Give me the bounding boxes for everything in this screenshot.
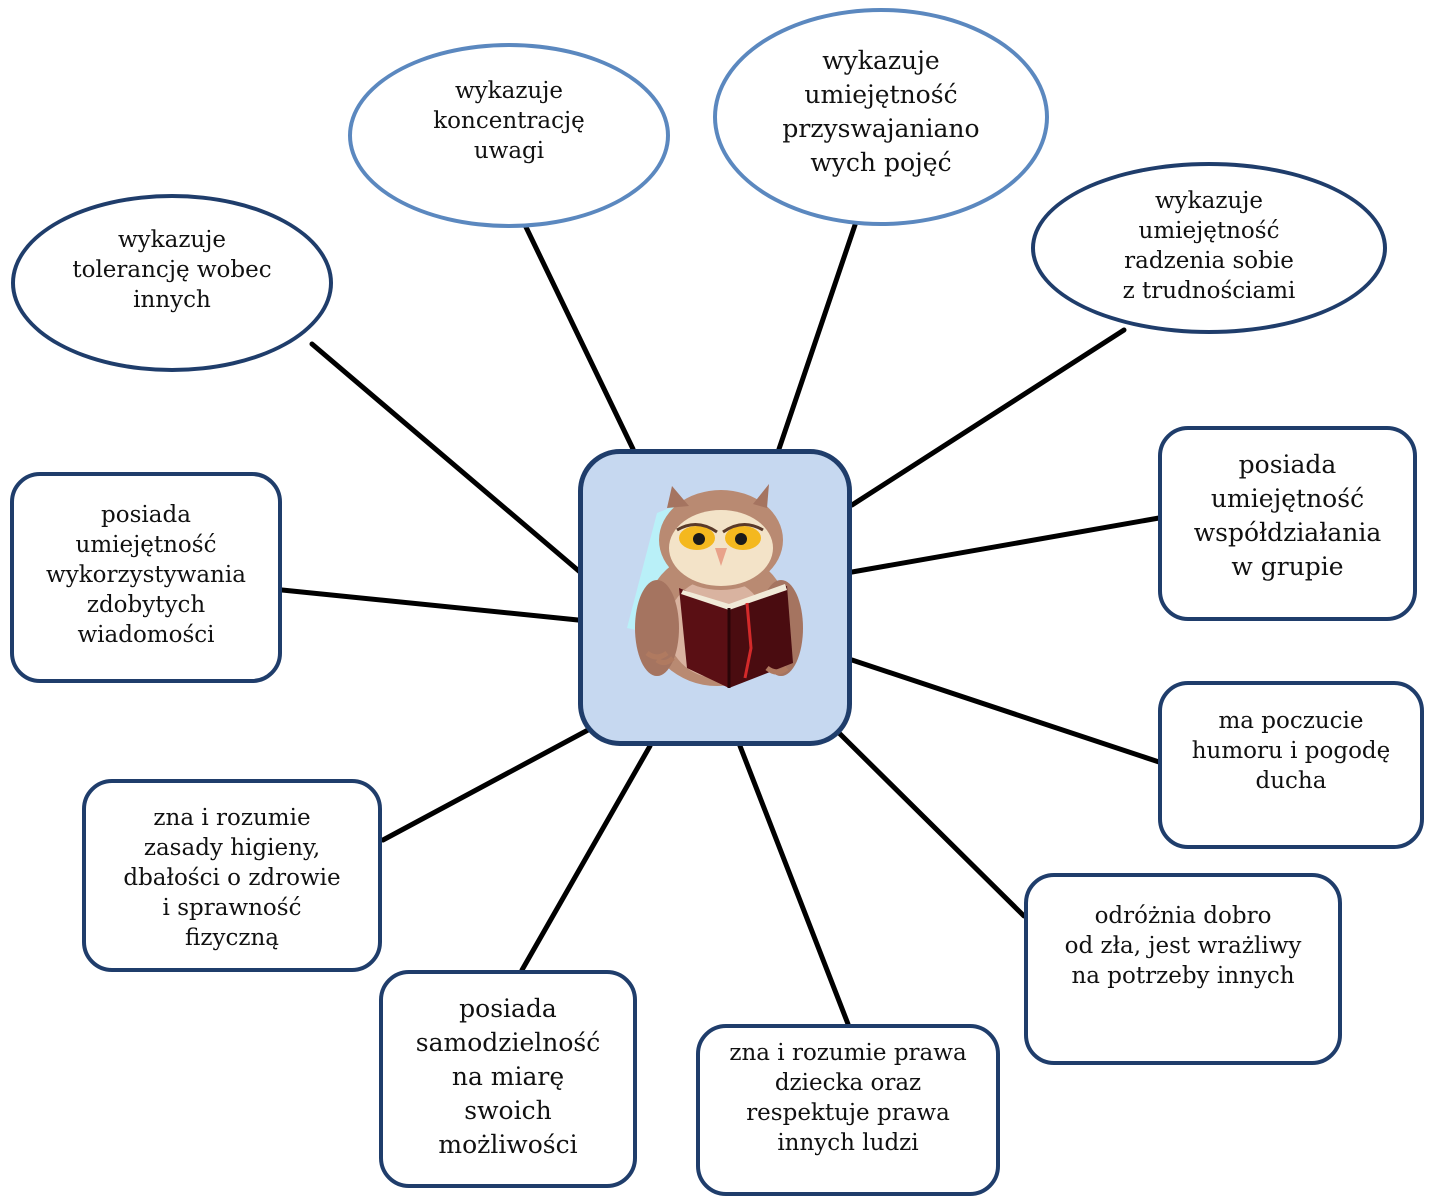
node-tolerance-label: wykazuje tolerancję wobec innych — [72, 227, 272, 313]
node-knowledge-label: posiada umiejętność wykorzystywania zdob… — [46, 501, 246, 648]
node-tolerance: wykazuje tolerancję wobec innych — [11, 194, 333, 372]
connector-independence — [519, 743, 653, 973]
connector-concepts — [776, 219, 859, 452]
node-good-evil: odróżnia dobro od zła, jest wrażliwy na … — [1024, 873, 1342, 1065]
owl-reading-book-icon — [627, 484, 803, 688]
center-box — [578, 449, 852, 746]
node-humor-label: ma poczucie humoru i pogodę ducha — [1191, 708, 1391, 794]
connector-humor — [849, 657, 1162, 765]
node-difficulties: wykazuje umiejętność radzenia sobie z tr… — [1031, 162, 1387, 334]
node-rights: zna i rozumie prawa dziecka oraz respekt… — [696, 1024, 1000, 1196]
node-independence: posiada samodzielność na miarę swoich mo… — [379, 970, 637, 1188]
node-cooperation: posiada umiejętność współdziałania w gru… — [1158, 426, 1417, 621]
connector-concentration — [522, 222, 636, 452]
node-difficulties-label: wykazuje umiejętność radzenia sobie z tr… — [1122, 188, 1296, 304]
connector-rights — [737, 743, 851, 1027]
node-concepts-label: wykazuje umiejętność przyswajaniano wych… — [782, 46, 980, 177]
connector-knowledge — [279, 587, 581, 623]
connector-hygiene — [380, 727, 591, 843]
node-humor: ma poczucie humoru i pogodę ducha — [1158, 681, 1424, 849]
node-independence-label: posiada samodzielność na miarę swoich mo… — [415, 994, 601, 1159]
node-hygiene: zna i rozumie zasady higieny, dbałości o… — [82, 779, 382, 972]
connector-cooperation — [849, 515, 1162, 575]
node-concentration-label: wykazuje koncentrację uwagi — [433, 77, 585, 164]
node-concentration: wykazuje koncentrację uwagi — [348, 43, 670, 228]
node-hygiene-label: zna i rozumie zasady higieny, dbałości o… — [123, 804, 341, 951]
connector-good-evil — [833, 727, 1027, 919]
node-knowledge: posiada umiejętność wykorzystywania zdob… — [10, 472, 282, 683]
node-rights-label: zna i rozumie prawa dziecka oraz respekt… — [729, 1040, 967, 1156]
node-cooperation-label: posiada umiejętność współdziałania w gru… — [1193, 449, 1382, 581]
node-concepts: wykazuje umiejętność przyswajaniano wych… — [713, 8, 1049, 226]
connector-difficulties — [849, 327, 1127, 508]
connector-tolerance — [309, 341, 583, 575]
node-good-evil-label: odróżnia dobro od zła, jest wrażliwy na … — [1064, 903, 1302, 989]
